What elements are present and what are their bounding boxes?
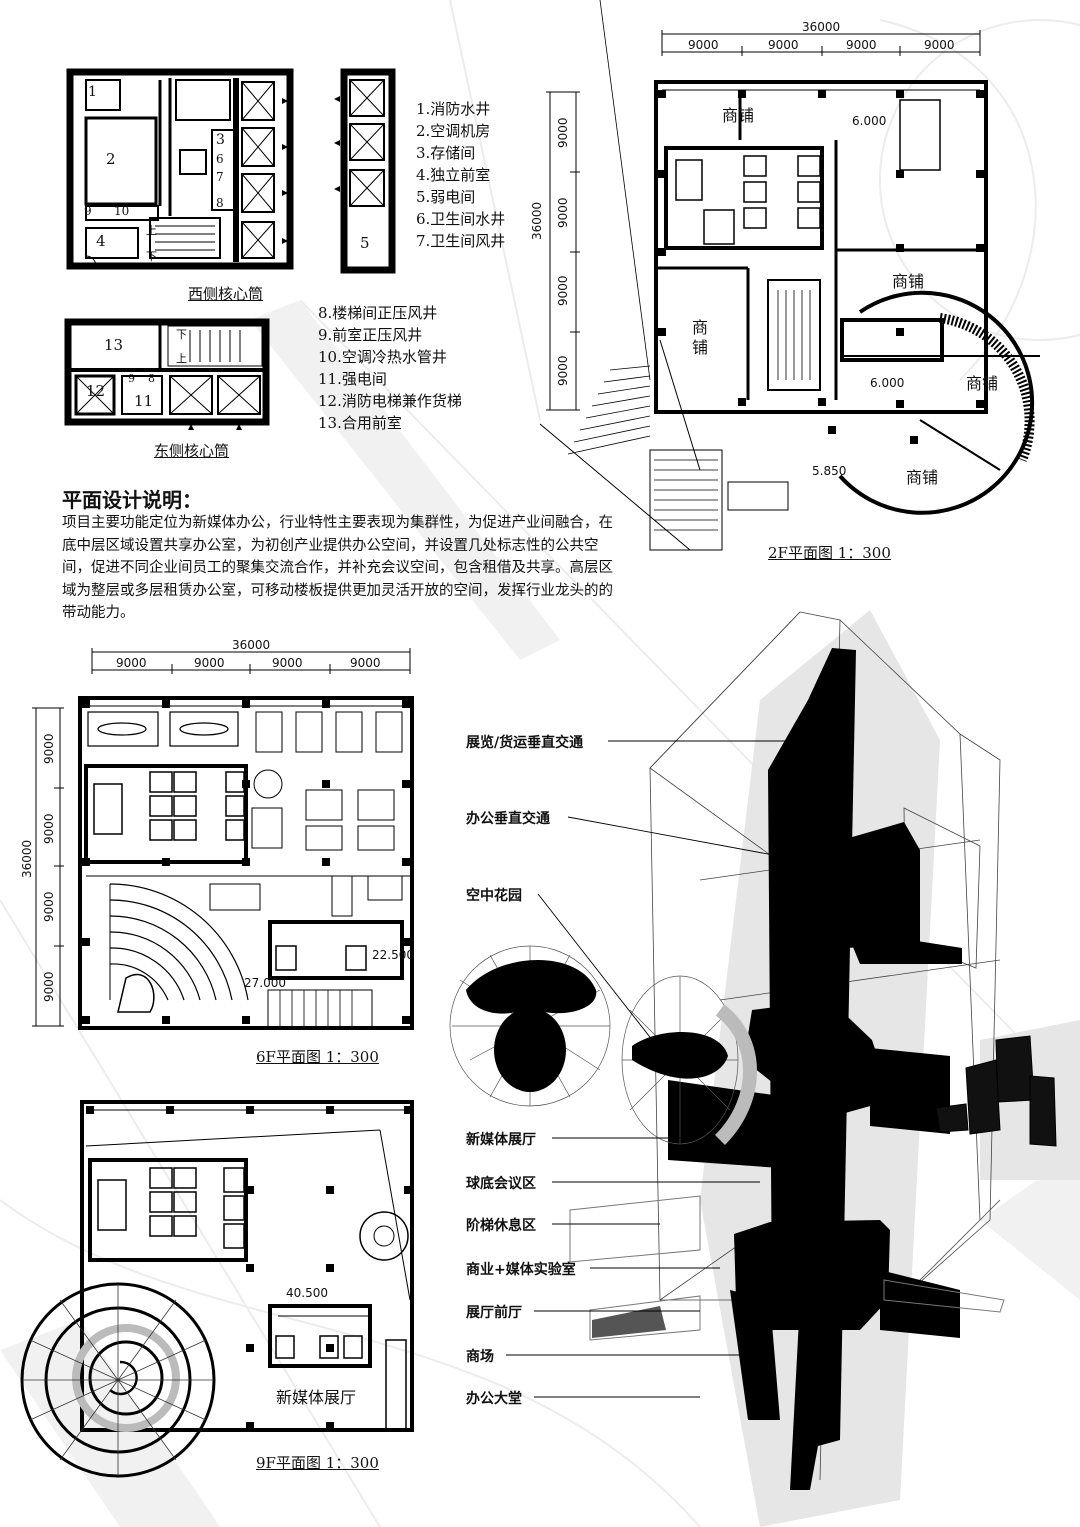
axon-label: 展览/货运垂直交通	[466, 735, 584, 751]
west-core-legend: 1.消防水井 2.空调机房 3.存储间 4.独立前室 5.弱电间 6.卫生间水井…	[416, 98, 505, 252]
room-number-2: 2	[106, 150, 116, 168]
shop-label-vertical: 商 铺	[692, 318, 709, 357]
dim-6f-side-bay: 9000	[42, 971, 56, 1002]
dim-6f-side-total: 36000	[20, 839, 34, 878]
stair-down-mark-east: 下	[176, 328, 187, 341]
stair-up-mark: 上	[146, 224, 157, 237]
axon-label: 办公大堂	[466, 1391, 522, 1407]
room-number-6: 6	[216, 152, 224, 166]
shop-label: 商铺	[722, 106, 755, 125]
legend-item: 12.消防电梯兼作货梯	[318, 392, 462, 410]
plan-6f-caption: 6F平面图 1：300	[256, 1048, 379, 1066]
level-mark: 6.000	[870, 376, 905, 390]
axon-label: 商场	[466, 1349, 494, 1365]
room-number-9: 9	[84, 204, 92, 218]
dim-2f-side-total: 36000	[530, 201, 544, 240]
legend-item: 7.卫生间风井	[416, 232, 506, 250]
dim-6f-bay: 9000	[272, 656, 303, 670]
axon-label: 球底会议区	[466, 1176, 536, 1192]
shop-label: 商铺	[966, 374, 999, 393]
axonometric-drawing	[449, 610, 1080, 1527]
legend-item: 4.独立前室	[416, 166, 491, 184]
axon-label: 阶梯休息区	[466, 1218, 536, 1234]
dim-6f-side-bay: 9000	[42, 813, 56, 844]
room-number-7: 7	[216, 170, 224, 184]
room-number-13: 13	[104, 336, 124, 354]
shop-label: 商铺	[906, 468, 939, 487]
east-core-legend: 8.楼梯间正压风井 9.前室正压风井 10.空调冷热水管井 11.强电间 12.…	[318, 302, 462, 434]
east-core-caption: 东侧核心筒	[154, 442, 230, 460]
stair-down-mark: 下	[146, 250, 157, 263]
dim-2f-side-bay: 9000	[556, 275, 570, 306]
plan-9f	[20, 1100, 414, 1478]
dim-6f-side-bay: 9000	[42, 733, 56, 764]
axon-label: 空中花园	[466, 888, 522, 904]
plan-2f	[539, 0, 1040, 551]
axon-label: 商业+媒体实验室	[466, 1262, 576, 1278]
legend-item: 10.空调冷热水管井	[318, 348, 447, 366]
legend-item: 9.前室正压风井	[318, 326, 423, 344]
description-title: 平面设计说明：	[62, 488, 202, 512]
room-number-1: 1	[88, 84, 97, 100]
room-number-4: 4	[96, 232, 106, 250]
level-mark: 40.500	[286, 1286, 328, 1300]
legend-item: 11.强电间	[318, 370, 387, 388]
dim-2f-bay: 9000	[924, 38, 955, 52]
dim-6f-bay: 9000	[350, 656, 381, 670]
room-number-11: 11	[134, 392, 154, 410]
level-mark: 5.850	[812, 464, 847, 478]
shop-label: 商铺	[892, 272, 925, 291]
plan-9f-caption: 9F平面图 1：300	[256, 1454, 379, 1472]
dim-2f-total: 36000	[802, 20, 841, 34]
legend-item: 2.空调机房	[416, 122, 491, 140]
dim-6f-bay: 9000	[116, 656, 147, 670]
legend-item: 5.弱电间	[416, 188, 476, 206]
room-number-10: 10	[114, 204, 130, 218]
dim-2f-bay: 9000	[768, 38, 799, 52]
legend-item: 6.卫生间水井	[416, 210, 506, 228]
west-core-lift-block	[334, 68, 396, 274]
level-mark: 6.000	[852, 114, 887, 128]
legend-item: 13.合用前室	[318, 414, 402, 432]
dim-2f-bay: 9000	[688, 38, 719, 52]
new-media-hall-label: 新媒体展厅	[276, 1388, 357, 1407]
axon-label: 展厅前厅	[466, 1305, 522, 1321]
legend-item: 1.消防水井	[416, 100, 491, 118]
room-number-9-east: 9	[128, 372, 135, 385]
legend-item: 3.存储间	[416, 144, 476, 162]
level-mark: 27.000	[244, 976, 286, 990]
dim-2f-side-bay: 9000	[556, 197, 570, 228]
stair-up-mark-east: 上	[176, 352, 187, 365]
dim-6f-side-bay: 9000	[42, 891, 56, 922]
west-core-caption: 西侧核心筒	[188, 285, 264, 303]
room-number-8: 8	[216, 196, 224, 210]
dim-2f-side-bay: 9000	[556, 117, 570, 148]
level-mark: 22.500	[372, 948, 414, 962]
dim-2f-side-bay: 9000	[556, 355, 570, 386]
east-core-plan	[64, 318, 270, 430]
description-text: 项目主要功能定位为新媒体办公，行业特性主要表现为集群性，为促进产业间融合，在底中…	[62, 515, 613, 621]
room-number-12: 12	[86, 382, 106, 400]
legend-item: 8.楼梯间正压风井	[318, 304, 438, 322]
dim-6f-bay: 9000	[194, 656, 225, 670]
room-number-8-east: 8	[148, 372, 155, 385]
axon-label: 办公垂直交通	[466, 811, 550, 827]
dim-6f-total: 36000	[232, 638, 271, 652]
room-number-5: 5	[360, 234, 370, 252]
axon-label: 新媒体展厅	[466, 1132, 536, 1148]
west-core-plan	[66, 68, 294, 270]
dim-2f-bay: 9000	[846, 38, 877, 52]
plan-6f	[32, 648, 414, 1030]
plan-2f-caption: 2F平面图 1：300	[768, 544, 891, 562]
room-number-3: 3	[216, 132, 225, 148]
